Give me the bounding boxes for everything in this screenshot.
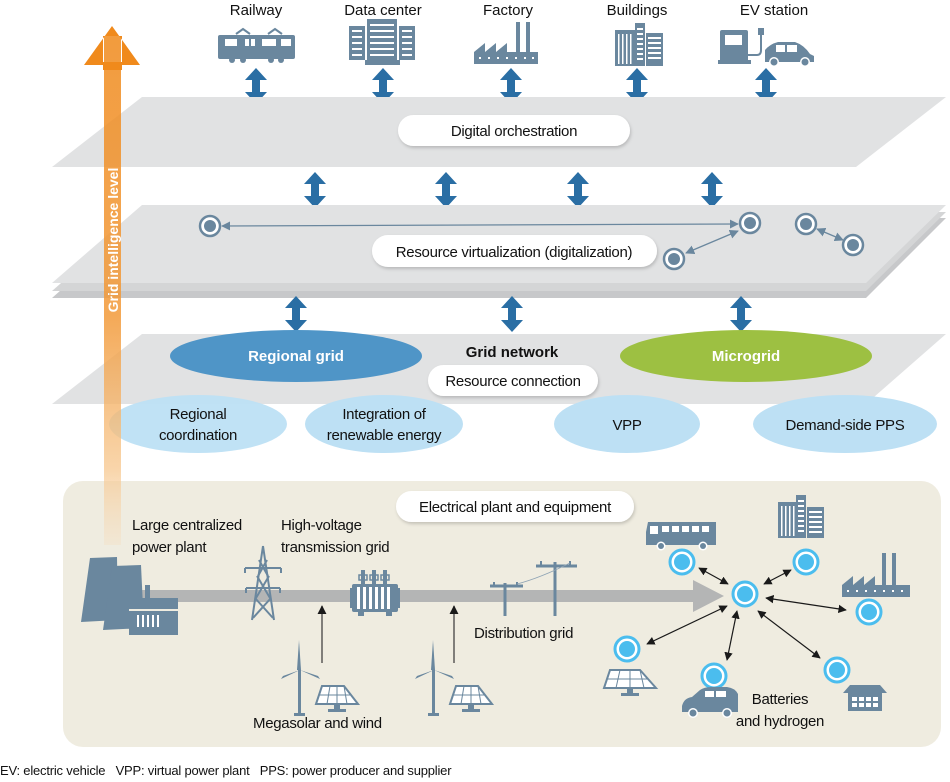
virtual-resource-node-icon <box>198 214 222 238</box>
consumer-label-ev-station: EV station <box>740 2 808 19</box>
double-arrow-icon <box>435 172 457 208</box>
large-plant-label-line1: Large centralized <box>132 517 242 534</box>
virtual-resource-node-icon <box>841 233 865 257</box>
grid-intelligence-axis: Grid intelligence level <box>84 26 140 545</box>
double-arrow-icon <box>501 296 523 332</box>
orchestration-pill <box>398 115 630 146</box>
double-arrow-icon <box>304 172 326 208</box>
function-label: renewable energy <box>327 427 442 444</box>
function-ellipse-renewable-integration <box>305 395 463 453</box>
transmission-label-line1: High-voltage <box>281 517 362 534</box>
resource-connection-pill <box>428 365 598 396</box>
train-icon <box>218 27 295 63</box>
resource-connection-label: Resource connection <box>445 373 580 390</box>
transmission-tower-icon <box>244 545 282 621</box>
large-plant-label-line2: power plant <box>132 539 207 556</box>
consumer-label-buildings: Buildings <box>607 2 668 19</box>
orchestration-virtualization-arrows <box>304 172 723 208</box>
virtualization-pill <box>372 235 657 267</box>
regional-grid-ellipse <box>170 330 422 382</box>
virtualization-label: Resource virtualization (digitalization) <box>396 244 633 261</box>
buildings-icon <box>615 23 663 66</box>
consumer-label-factory: Factory <box>483 2 534 19</box>
function-ellipse-regional-coordination <box>109 395 287 453</box>
plant-panel: Electrical plant and equipment Large cen… <box>63 481 941 747</box>
axis-arrow-shaft <box>104 36 121 545</box>
regional-grid-label: Regional grid <box>248 348 344 365</box>
power-line <box>140 590 695 602</box>
double-arrow-icon <box>567 172 589 208</box>
battery-storage-icon <box>843 685 887 711</box>
transmission-label-line2: transmission grid <box>281 539 389 556</box>
consumer-label-data-center: Data center <box>344 2 422 19</box>
power-plant-icon <box>81 557 178 635</box>
plant-title: Electrical plant and equipment <box>419 499 612 516</box>
resource-node-icon <box>700 662 728 690</box>
distribution-label: Distribution grid <box>474 625 573 642</box>
microgrid-ellipse <box>620 330 872 382</box>
virtualization-grid-arrows <box>285 296 752 332</box>
orchestration-label: Digital orchestration <box>451 123 577 140</box>
buildings-icon <box>778 495 824 538</box>
bus-icon <box>646 522 716 551</box>
function-label: VPP <box>612 417 641 434</box>
distributed-resource-links <box>646 567 847 661</box>
axis-arrow-head-icon <box>84 26 140 65</box>
distribution-pole-icon <box>490 561 577 616</box>
function-label: coordination <box>159 427 237 444</box>
consumer-label-railway: Railway <box>230 2 283 19</box>
virtual-resource-node-icon <box>738 211 762 235</box>
resource-node-icon <box>792 548 820 576</box>
virtual-resource-node-icon <box>794 212 818 236</box>
factory-icon <box>474 22 538 64</box>
resource-node-icon <box>823 656 851 684</box>
car-icon <box>682 687 738 718</box>
ev-charger-icon <box>718 28 814 67</box>
function-label: Demand-side PPS <box>786 417 905 434</box>
renewables-label: Megasolar and wind <box>253 715 382 732</box>
storage-label-line1: Batteries <box>752 691 809 708</box>
function-label: Integration of <box>342 406 426 423</box>
storage-label-line2: and hydrogen <box>736 713 824 730</box>
function-label: Regional <box>170 406 227 423</box>
virtual-resource-node-icon <box>662 247 686 271</box>
axis-label: Grid intelligence level <box>105 168 121 313</box>
grid-functions: Regional coordination Integration of ren… <box>109 395 937 453</box>
function-ellipse-demand-side-pps <box>753 395 937 453</box>
factory-icon <box>842 553 910 597</box>
resource-node-icon <box>855 598 883 626</box>
solar-panel-icon <box>602 669 659 696</box>
resource-node-icon <box>668 548 696 576</box>
solar-panel-icon <box>448 685 495 712</box>
wind-turbine-icon <box>281 640 320 716</box>
transformer-icon <box>350 570 400 616</box>
grid-network-layer: Regional grid Microgrid Grid network Res… <box>52 330 946 404</box>
resource-node-icon <box>613 635 641 663</box>
double-arrow-icon <box>701 172 723 208</box>
footnote: EV: electric vehicle VPP: virtual power … <box>0 763 452 778</box>
plant-title-pill <box>396 491 634 522</box>
orchestration-layer: Digital orchestration <box>52 97 946 167</box>
function-ellipse-vpp <box>554 395 700 453</box>
power-line-arrowhead-icon <box>693 580 724 612</box>
virtualization-layer: Resource virtualization (digitalization) <box>52 205 946 298</box>
double-arrow-icon <box>285 296 307 332</box>
wind-turbine-icon <box>415 640 454 716</box>
microgrid-label: Microgrid <box>712 348 780 365</box>
server-icon <box>349 19 415 65</box>
grid-network-title: Grid network <box>466 344 559 361</box>
double-arrow-icon <box>730 296 752 332</box>
top-consumers: Railway Data center Factory Buildings EV… <box>218 2 814 67</box>
solar-panel-icon <box>314 685 361 712</box>
hub-node-icon <box>731 580 759 608</box>
